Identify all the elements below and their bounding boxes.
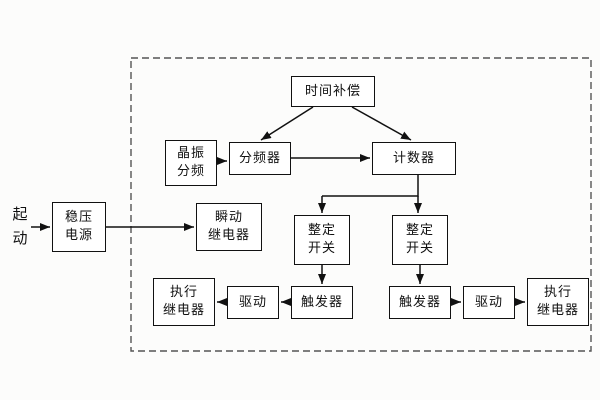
node-label: 继电器 <box>162 303 205 318</box>
node-label: 稳压 <box>64 210 93 225</box>
node-label: 触发器 <box>398 294 441 310</box>
node-counter: 计数器 <box>372 142 456 175</box>
node-exec-relay-left: 执行 继电器 <box>153 278 215 326</box>
node-label: 计数器 <box>392 150 435 166</box>
node-label: 瞬动 <box>214 210 243 225</box>
node-label: 驱动 <box>238 294 267 310</box>
node-label: 分频 <box>176 164 205 179</box>
node-exec-relay-right: 执行 继电器 <box>527 278 589 326</box>
node-label: 整定 <box>307 223 336 238</box>
node-label: 整定 <box>405 223 434 238</box>
node-drive-right: 驱动 <box>463 286 515 319</box>
node-setting-switch-left: 整定 开关 <box>294 215 350 265</box>
node-label: 开关 <box>405 241 434 256</box>
node-label: 电源 <box>64 228 93 243</box>
node-power-supply: 稳压 电源 <box>52 202 106 252</box>
node-label: 开关 <box>307 241 336 256</box>
node-label: 驱动 <box>474 294 503 310</box>
node-setting-switch-right: 整定 开关 <box>392 215 448 265</box>
node-label: 触发器 <box>300 294 343 310</box>
start-label-line: 起 <box>12 205 28 223</box>
node-frequency-divider: 分频器 <box>229 142 291 175</box>
node-instant-relay: 瞬动 继电器 <box>196 203 262 251</box>
node-time-compensation: 时间补偿 <box>291 76 375 107</box>
node-drive-left: 驱动 <box>227 286 279 319</box>
node-trigger-left: 触发器 <box>291 286 353 319</box>
dashed-enclosure <box>130 57 592 352</box>
node-label: 执行 <box>169 285 198 300</box>
start-label-line: 动 <box>12 229 28 247</box>
node-label: 时间补偿 <box>304 83 361 99</box>
start-label: 起 动 <box>6 202 34 250</box>
node-label: 晶振 <box>176 146 205 161</box>
node-label: 分频器 <box>238 150 281 166</box>
node-label: 继电器 <box>536 303 579 318</box>
node-crystal-divider: 晶振 分频 <box>165 140 217 186</box>
node-label: 执行 <box>543 285 572 300</box>
node-trigger-right: 触发器 <box>389 286 451 319</box>
node-label: 继电器 <box>207 228 250 243</box>
